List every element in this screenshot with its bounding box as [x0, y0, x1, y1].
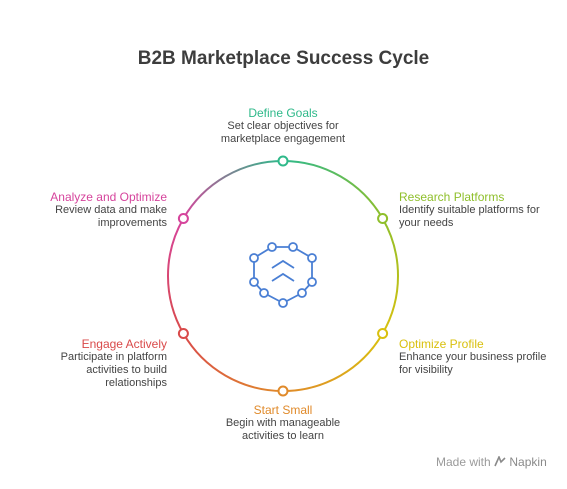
step-analyze-optimize: Analyze and Optimize Review data and mak… [30, 190, 167, 230]
step-research-platforms: Research Platforms Identify suitable pla… [399, 190, 554, 230]
step-title: Optimize Profile [399, 337, 484, 351]
step-title: Start Small [253, 403, 313, 417]
step-engage-actively: Engage Actively Participate in platform … [40, 337, 167, 390]
ring-arc-optimize-to-start [282, 332, 384, 392]
step-nodes [177, 155, 389, 397]
step-description: Participate in platform activities to bu… [60, 351, 167, 389]
step-description: Enhance your business profile for visibi… [399, 351, 547, 376]
ring-arc-start-to-engage [182, 332, 284, 392]
step-title: Engage Actively [81, 337, 167, 351]
node-optimize-profile [377, 328, 389, 339]
napkin-logo-icon [494, 454, 506, 467]
node-engage-actively [177, 328, 189, 339]
ring-arc-analyze-to-define [182, 160, 284, 220]
node-analyze-optimize [177, 213, 189, 224]
step-description: Begin with manageable activities to lear… [225, 417, 341, 442]
ring-arc-define-to-research [282, 160, 384, 220]
network-chevrons-icon [249, 242, 317, 308]
node-define-goals [277, 155, 289, 167]
ring-arc-engage-to-analyze [166, 218, 185, 334]
node-start-small [277, 385, 289, 397]
step-title: Research Platforms [399, 190, 505, 204]
step-optimize-profile: Optimize Profile Enhance your business p… [399, 337, 557, 377]
step-title: Analyze and Optimize [50, 190, 167, 204]
step-description: Identify suitable platforms for your nee… [399, 204, 540, 229]
step-define-goals: Define Goals Set clear objectives for ma… [203, 106, 363, 146]
node-research-platforms [377, 213, 389, 224]
step-description: Set clear objectives for marketplace eng… [220, 120, 346, 145]
watermark: Made with Napkin [436, 454, 547, 469]
step-start-small: Start Small Begin with manageable activi… [213, 403, 353, 443]
step-description: Review data and make improvements [55, 204, 167, 229]
watermark-prefix: Made with [436, 455, 491, 469]
watermark-brand: Napkin [509, 455, 547, 469]
step-title: Define Goals [248, 106, 318, 120]
ring-arc-research-to-optimize [381, 218, 400, 334]
cycle-ring [166, 160, 400, 392]
diagram-title: B2B Marketplace Success Cycle [137, 48, 430, 69]
